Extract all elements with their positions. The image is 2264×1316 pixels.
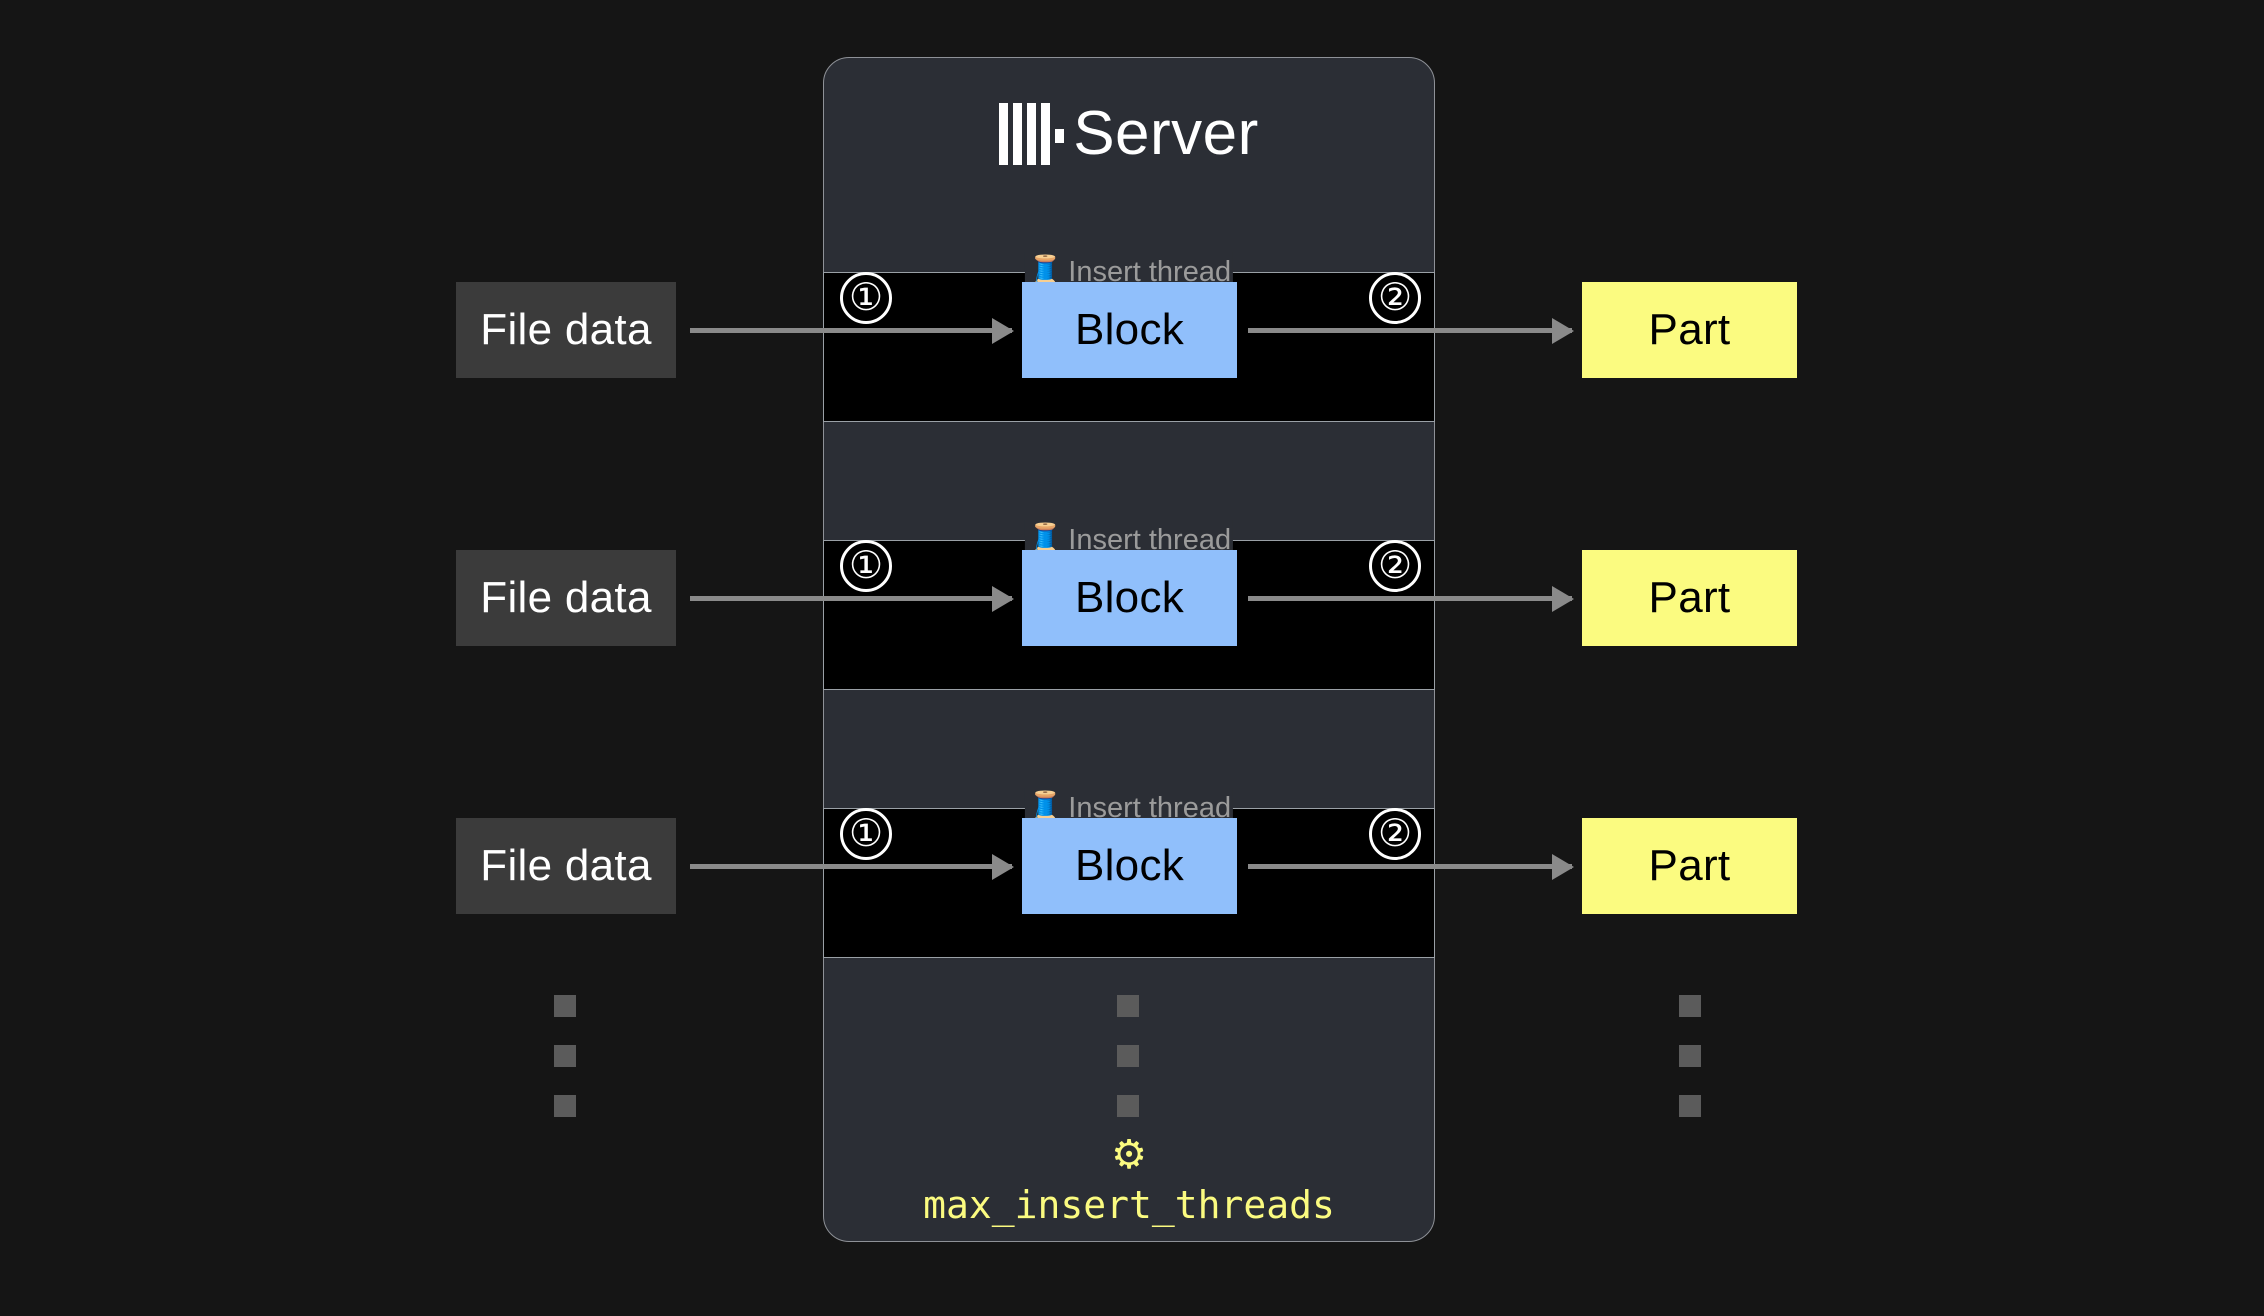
ellipsis-dot	[1679, 1045, 1701, 1067]
ellipsis-dot	[1117, 1095, 1139, 1117]
gear-icon: ⚙	[1111, 1133, 1147, 1177]
ellipsis-dot	[554, 995, 576, 1017]
server-title-text: Server	[1073, 99, 1259, 168]
step-marker-in-3: ①	[840, 808, 892, 860]
block-box-3: Block	[1022, 818, 1237, 914]
block-box-1: Block	[1022, 282, 1237, 378]
thread-spool-icon: 🧵	[1026, 523, 1065, 556]
thread-spool-icon: 🧵	[1026, 791, 1065, 824]
step-marker-out-1: ②	[1369, 272, 1421, 324]
step-marker-out-3: ②	[1369, 808, 1421, 860]
arrow-file-to-block-1	[690, 328, 1012, 333]
thread-spool-icon: 🧵	[1026, 255, 1065, 288]
arrow-block-to-part-1	[1248, 328, 1572, 333]
ellipsis-dot	[1117, 995, 1139, 1017]
ellipsis-parts	[1679, 995, 1701, 1117]
block-box-2: Block	[1022, 550, 1237, 646]
arrow-file-to-block-2	[690, 596, 1012, 601]
file-data-box-2: File data	[456, 550, 676, 646]
ellipsis-threads	[1117, 995, 1139, 1117]
part-box-2: Part	[1582, 550, 1797, 646]
ellipsis-dot	[554, 1045, 576, 1067]
max-insert-threads-label: max_insert_threads	[923, 1183, 1335, 1227]
arrow-block-to-part-2	[1248, 596, 1572, 601]
part-box-1: Part	[1582, 282, 1797, 378]
step-marker-in-2: ①	[840, 540, 892, 592]
ellipsis-dot	[1679, 1095, 1701, 1117]
ellipsis-dot	[554, 1095, 576, 1117]
clickhouse-logo-icon	[999, 102, 1065, 165]
ellipsis-file-data	[554, 995, 576, 1117]
step-marker-out-2: ②	[1369, 540, 1421, 592]
arrow-block-to-part-3	[1248, 864, 1572, 869]
arrow-file-to-block-3	[690, 864, 1012, 869]
ellipsis-dot	[1117, 1045, 1139, 1067]
file-data-box-1: File data	[456, 282, 676, 378]
step-marker-in-1: ①	[840, 272, 892, 324]
ellipsis-dot	[1679, 995, 1701, 1017]
file-data-box-3: File data	[456, 818, 676, 914]
part-box-3: Part	[1582, 818, 1797, 914]
server-title: Server	[824, 98, 1434, 169]
